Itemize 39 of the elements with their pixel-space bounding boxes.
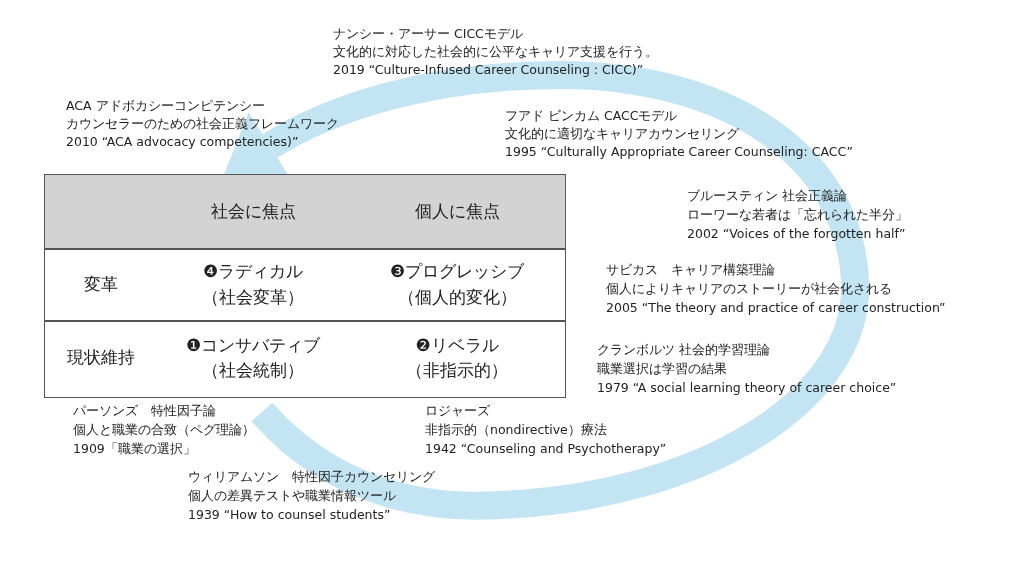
note-text: 個人によりキャリアのストーリーが社会化される xyxy=(606,281,892,297)
note-text: 1939 “How to counsel students” xyxy=(188,507,391,523)
note-text: 1979 “A social learning theory of career choice” xyxy=(597,380,897,396)
note-text: ロジャーズ xyxy=(425,403,490,419)
note-text: 1909「職業の選択」 xyxy=(73,441,196,457)
note-text: 個人と職業の合致（ペグ理論） xyxy=(73,422,255,438)
note-text: 2010 “ACA advocacy competencies)” xyxy=(66,134,299,150)
note-text: 個人の差異テストや職業情報ツール xyxy=(188,488,396,504)
note-text: 非指示的（nondirective）療法 xyxy=(425,422,607,438)
row-header: 現状維持 xyxy=(67,346,135,368)
note-text: クランボルツ 社会的学習理論 xyxy=(597,342,770,358)
row-header: 変革 xyxy=(84,273,118,295)
cell-text: ❶コンサバティブ xyxy=(185,334,321,356)
column-header: 個人に焦点 xyxy=(414,200,500,222)
note-text: サビカス キャリア構築理論 xyxy=(606,262,775,278)
note-text: ナンシー・アーサー CICCモデル xyxy=(333,26,523,42)
note-text: ローワーな若者は「忘れられた半分」 xyxy=(687,207,908,223)
cell-text: （個人的変化） xyxy=(397,286,517,308)
note-text: パーソンズ 特性因子論 xyxy=(73,403,216,419)
column-header: 社会に焦点 xyxy=(210,200,296,222)
note-text: 1995 “Culturally Appropriate Career Counseling: CACC” xyxy=(505,144,853,160)
cell-text: ❹ラディカル xyxy=(202,260,304,282)
note-text: 1942 “Counseling and Psychotherapy” xyxy=(425,441,667,457)
note-text: 文化的に対応した社会的に公平なキャリア支援を行う。 xyxy=(333,44,658,60)
note-text: フアド ビンカム CACCモデル xyxy=(505,108,678,124)
cell-text: （非指示的） xyxy=(406,359,508,381)
note-text: ブルースティン 社会正義論 xyxy=(687,188,847,204)
note-text: 職業選択は学習の結果 xyxy=(597,361,727,377)
note-text: 文化的に適切なキャリアカウンセリング xyxy=(505,126,739,142)
cell-text: （社会統制） xyxy=(202,359,304,381)
note-text: カウンセラーのための社会正義フレームワーク xyxy=(66,116,339,132)
note-text: 2019 “Culture-Infused Career Counseling : CICC)” xyxy=(333,62,644,78)
cell-text: ❷リベラル xyxy=(415,334,499,356)
note-text: 2005 “The theory and practice of career construction” xyxy=(606,300,946,316)
note-text: ACA アドボカシーコンピテンシー xyxy=(66,98,265,114)
note-text: 2002 “Voices of the forgotten half” xyxy=(687,226,906,242)
cell-text: （社会変革） xyxy=(202,286,304,308)
cell-text: ❸プログレッシブ xyxy=(389,260,525,282)
note-text: ウィリアムソン 特性因子カウンセリング xyxy=(188,469,435,485)
